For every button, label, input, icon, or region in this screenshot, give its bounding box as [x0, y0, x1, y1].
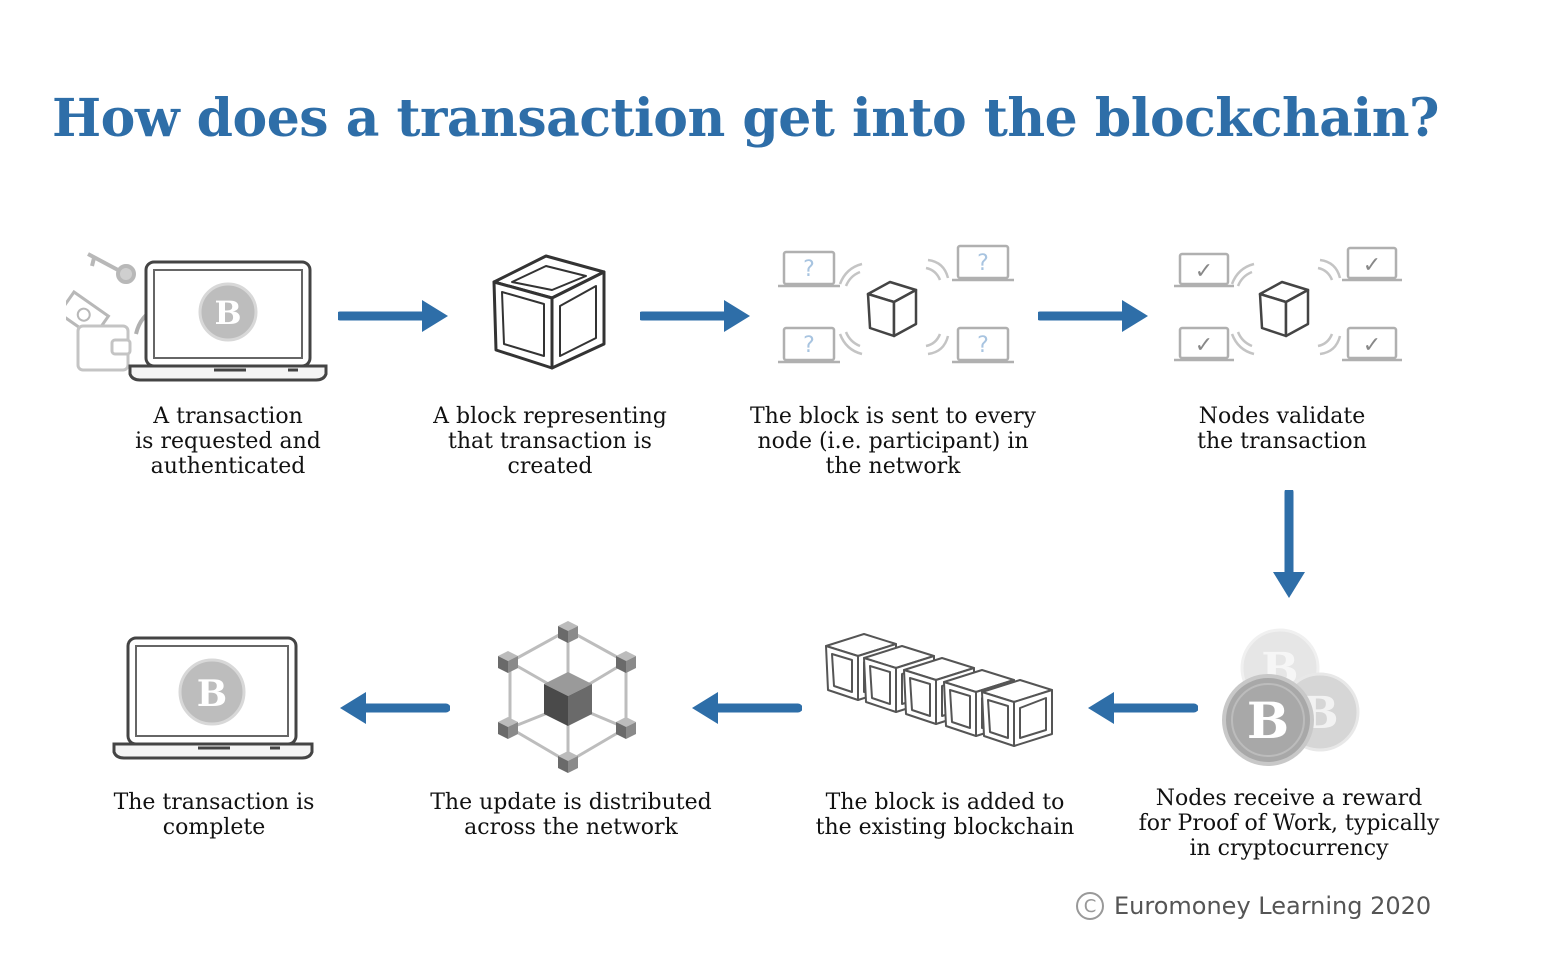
arrow-down	[1271, 487, 1307, 607]
arrow-right-1	[335, 298, 450, 339]
distributed-network-icon	[492, 616, 646, 776]
arrow-left-2	[690, 690, 803, 731]
check-mark: ✓	[1363, 253, 1381, 278]
check-mark: ✓	[1363, 333, 1381, 358]
bitcoin-symbol: B	[1247, 691, 1289, 750]
question-mark: ?	[977, 333, 989, 358]
bitcoin-symbol: B	[214, 294, 241, 332]
copyright-credit: C Euromoney Learning 2020	[1076, 892, 1431, 920]
question-mark: ?	[803, 333, 815, 358]
check-mark: ✓	[1195, 333, 1213, 358]
arrow-right-3	[1035, 298, 1150, 339]
question-mark: ?	[803, 257, 815, 282]
question-mark: ?	[977, 251, 989, 276]
network-nodes-question-icon: ? ? ? ?	[776, 240, 1020, 368]
laptop-bitcoin-icon: B	[112, 636, 316, 762]
bitcoin-symbol: B	[197, 673, 227, 715]
bitcoin-coins-icon: B B B	[1218, 628, 1362, 768]
page-title: How does a transaction get into the bloc…	[52, 88, 1440, 149]
step-caption-validate: Nodes validate the transaction	[1197, 404, 1367, 454]
network-nodes-check-icon: ✓ ✓ ✓ ✓	[1172, 240, 1408, 368]
step-caption-distributed: The update is distributed across the net…	[430, 790, 712, 840]
check-mark: ✓	[1195, 259, 1213, 284]
block-cube-icon	[490, 252, 610, 372]
step-caption-complete: The transaction is complete	[113, 790, 315, 840]
copyright-icon: C	[1076, 892, 1104, 920]
laptop-bitcoin-wallet-icon: B	[56, 248, 332, 384]
arrow-left-3	[338, 690, 451, 731]
step-caption-reward: Nodes receive a reward for Proof of Work…	[1138, 786, 1440, 861]
step-caption-requested: A transaction is requested and authentic…	[135, 404, 321, 479]
arrow-left-1	[1086, 690, 1199, 731]
arrow-right-2	[637, 298, 752, 339]
blockchain-icon	[822, 630, 1058, 754]
step-caption-sent-to-nodes: The block is sent to every node (i.e. pa…	[750, 404, 1036, 479]
step-caption-added-to-chain: The block is added to the existing block…	[815, 790, 1075, 840]
step-caption-block-created: A block representing that transaction is…	[433, 404, 667, 479]
credit-text: Euromoney Learning 2020	[1114, 892, 1432, 920]
